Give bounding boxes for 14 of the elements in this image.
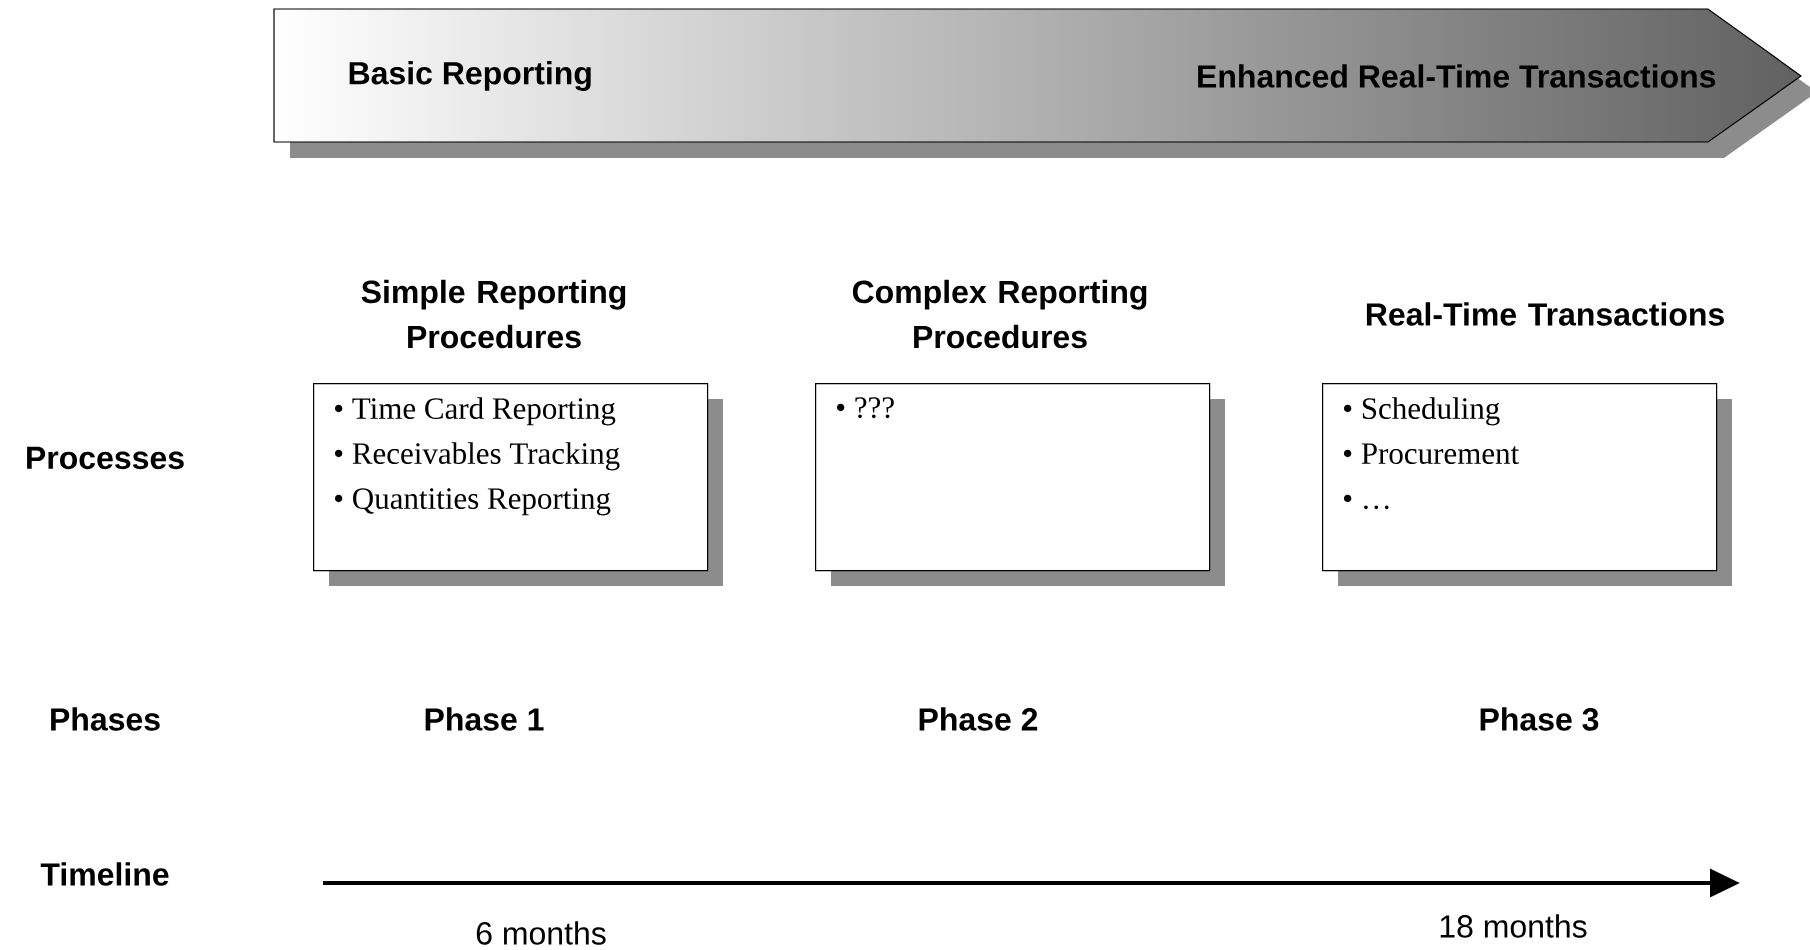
box-heading: Complex Reporting Procedures <box>852 279 1147 349</box>
time-label: 6 months <box>476 921 606 945</box>
process-box: • Scheduling • Procurement • … <box>1322 383 1732 586</box>
row-label: Timeline <box>40 862 169 886</box>
process-box: • ??? <box>815 383 1225 586</box>
phase-label: Phase 2 <box>919 707 1038 731</box>
box-heading: Simple Reporting Procedures <box>361 279 626 349</box>
box-heading: Real-Time Transactions <box>1366 302 1724 326</box>
row-label: Phases <box>51 707 160 731</box>
process-box: • Time Card Reporting • Receivables Tracking • Quantities Reporting <box>313 383 723 586</box>
phase-label: Phase 1 <box>425 707 544 731</box>
time-label: 18 months <box>1440 914 1587 938</box>
phase-label: Phase 3 <box>1480 707 1599 731</box>
row-label: Processes <box>27 446 184 470</box>
